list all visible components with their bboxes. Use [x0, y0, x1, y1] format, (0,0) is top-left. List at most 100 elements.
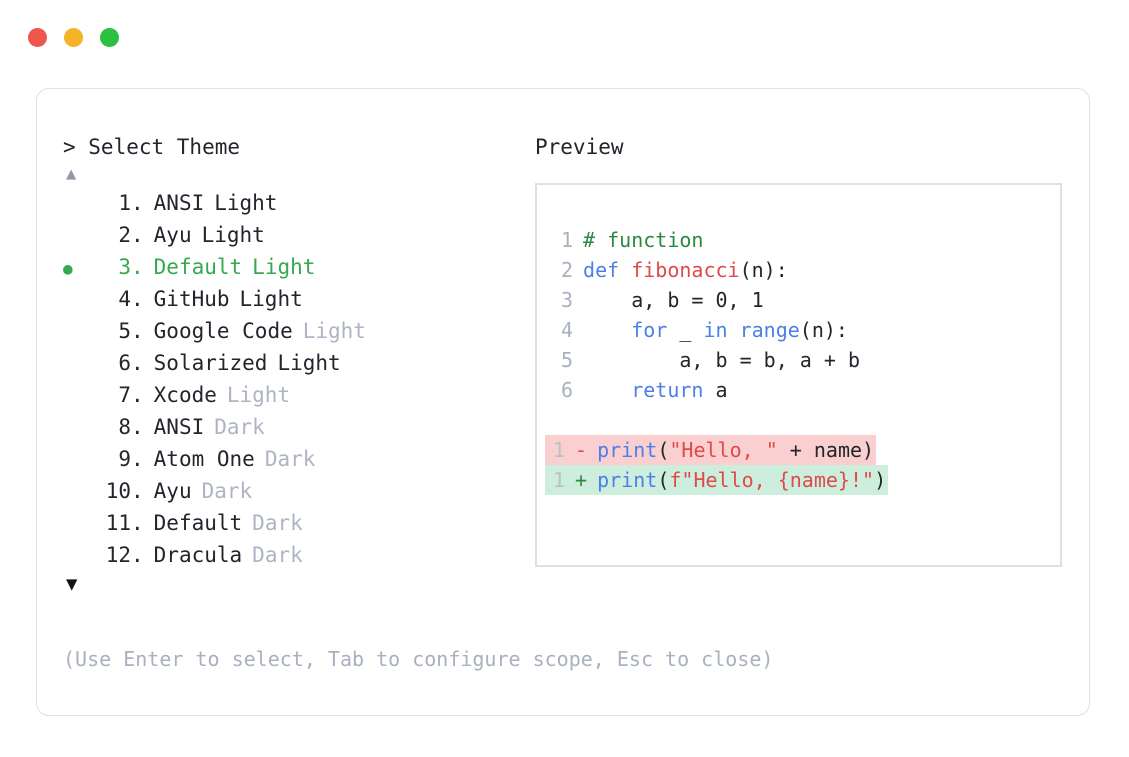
- theme-list-item[interactable]: ● 9. Atom One Dark: [63, 443, 533, 475]
- code-line: 4 for _ in range(n):: [537, 315, 1060, 345]
- preview-heading: Preview: [535, 135, 624, 159]
- theme-item-name: Xcode: [153, 383, 217, 407]
- code-token: fibonacci: [631, 258, 740, 282]
- theme-item-name: Atom One: [153, 447, 255, 471]
- theme-item-index-dot: .: [131, 287, 144, 311]
- theme-item-index: 3: [118, 255, 131, 279]
- theme-item-variant: Light: [277, 351, 341, 375]
- line-number: 1: [553, 438, 566, 462]
- line-number: 3: [561, 288, 574, 312]
- theme-item-index-dot: .: [131, 319, 144, 343]
- selection-bullet-icon: ●: [63, 413, 91, 445]
- selection-bullet-icon: ●: [63, 445, 91, 477]
- theme-item-index-dot: .: [131, 223, 144, 247]
- theme-item-index: 4: [118, 287, 131, 311]
- selection-bullet-icon: ●: [63, 477, 91, 509]
- code-token: (: [657, 468, 670, 492]
- selection-bullet-icon: ●: [63, 221, 91, 253]
- line-number: 6: [561, 378, 574, 402]
- selection-bullet-icon: ●: [63, 381, 91, 413]
- code-token: "Hello, ": [669, 438, 778, 462]
- diff-line-added: 1+print(f"Hello, {name}!"): [545, 465, 889, 495]
- theme-item-index: 8: [118, 415, 131, 439]
- scroll-down-icon[interactable]: ▼: [66, 573, 78, 595]
- window-traffic-lights: [28, 28, 119, 47]
- theme-item-index-dot: .: [131, 351, 144, 375]
- keyboard-hint: (Use Enter to select, Tab to configure s…: [63, 647, 774, 671]
- theme-item-variant: Light: [302, 319, 366, 343]
- code-token: in range: [703, 318, 800, 342]
- code-token: a, b = 0, 1: [583, 288, 764, 312]
- code-token: ): [874, 468, 887, 492]
- code-token: f"Hello, {name}!": [669, 468, 875, 492]
- theme-item-index-dot: .: [131, 255, 144, 279]
- selection-bullet-icon: ●: [63, 189, 91, 221]
- code-token: (n):: [739, 258, 788, 282]
- theme-item-index-dot: .: [131, 479, 144, 503]
- theme-item-index: 9: [118, 447, 131, 471]
- code-spacer: [537, 405, 1060, 435]
- theme-item-index-dot: .: [131, 543, 144, 567]
- theme-list-item[interactable]: ● 7. Xcode Light: [63, 379, 533, 411]
- code-token: print: [597, 438, 658, 462]
- code-token: [583, 315, 631, 345]
- theme-item-index: 6: [118, 351, 131, 375]
- theme-item-index: 1: [118, 191, 131, 215]
- theme-item-index-dot: .: [131, 447, 144, 471]
- theme-item-name: Dracula: [153, 543, 243, 567]
- theme-item-index: 7: [118, 383, 131, 407]
- theme-item-name: ANSI: [153, 415, 205, 439]
- minimize-button-icon[interactable]: [64, 28, 83, 47]
- theme-list: ●1.ANSILight●2.AyuLight●3.DefaultLight●4…: [63, 187, 533, 571]
- selection-bullet-icon: ●: [63, 285, 91, 317]
- theme-item-index-dot: .: [131, 383, 144, 407]
- code-token: (n):: [799, 318, 848, 342]
- theme-list-item[interactable]: ● 4. GitHub Light: [63, 283, 533, 315]
- code-token: a: [703, 378, 728, 402]
- scroll-up-icon[interactable]: ▲: [66, 164, 77, 184]
- theme-item-name: ANSI: [153, 191, 205, 215]
- theme-item-index-dot: .: [131, 511, 144, 535]
- page-title: > Select Theme: [63, 135, 241, 159]
- code-token: a, b = b, a + b: [583, 348, 860, 372]
- maximize-button-icon[interactable]: [100, 28, 119, 47]
- theme-item-index-dot: .: [131, 415, 144, 439]
- line-number: 4: [561, 318, 574, 342]
- theme-selector-panel: > Select Theme ▲ ● 1. ANSI Light ●2.AyuLight…: [36, 88, 1090, 716]
- code-line: 3 a, b = 0, 1: [537, 285, 1060, 315]
- code-token: # function: [583, 228, 704, 252]
- theme-item-variant: Light: [239, 287, 303, 311]
- code-token: return: [631, 378, 704, 402]
- close-button-icon[interactable]: [28, 28, 47, 47]
- diff-line-removed: 1-print("Hello, " + name): [545, 435, 877, 465]
- theme-item-variant: Light: [252, 255, 316, 279]
- selection-bullet-icon: ●: [63, 259, 73, 278]
- theme-item-variant: Dark: [264, 447, 316, 471]
- diff-marker-icon: -: [575, 438, 588, 462]
- code-line: 1# function: [537, 225, 1060, 255]
- theme-item-index: 5: [118, 319, 131, 343]
- theme-item-variant: Dark: [252, 511, 303, 535]
- theme-item-index: 11: [105, 511, 131, 535]
- code-token: (: [657, 438, 670, 462]
- theme-item-name: Ayu: [153, 479, 192, 503]
- line-number: 5: [561, 348, 574, 372]
- theme-item-name: Solarized: [153, 351, 268, 375]
- theme-item-index: 10: [105, 479, 131, 503]
- theme-item-variant: Light: [226, 383, 291, 407]
- theme-item-name: GitHub: [153, 287, 230, 311]
- theme-list-column: > Select Theme ▲ ● 1. ANSI Light ●2.AyuLight…: [63, 133, 533, 597]
